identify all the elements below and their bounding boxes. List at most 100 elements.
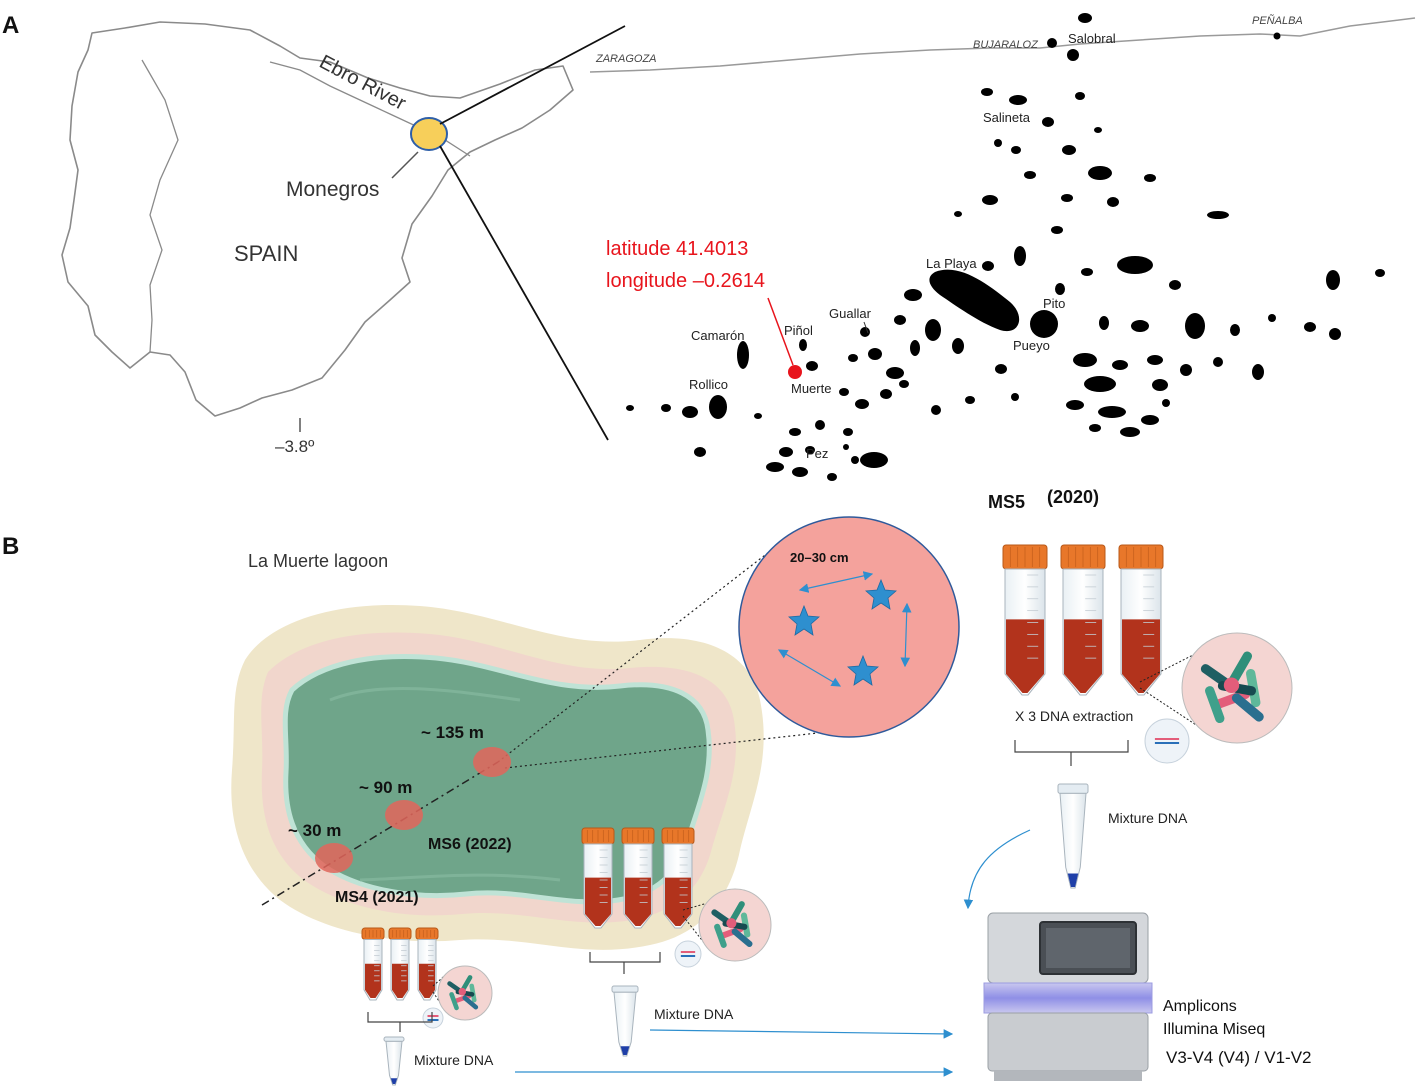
transect-line [261, 761, 499, 906]
sample-star-1 [788, 604, 820, 636]
lagoon-label-rollico: Rollico [689, 377, 728, 392]
lagoon-label-camaron: Camarón [691, 328, 744, 343]
tube-sediment [1006, 619, 1044, 693]
falcon-tube [581, 827, 615, 929]
plot-distance-arrows [777, 571, 912, 687]
falcon-tube [361, 927, 385, 1001]
bacterium [1213, 689, 1251, 709]
tube-sediment [1122, 619, 1160, 693]
lagoon-label-la-playa: La Playa [926, 256, 977, 271]
bacterium-coccus [458, 987, 467, 996]
tubes-ms6 [581, 827, 695, 929]
sequencing-line-1: Amplicons [1163, 998, 1237, 1015]
microtube-dna [1067, 873, 1079, 887]
sampling-plot-zoom: 20–30 cm [738, 516, 960, 738]
lagoon-label-pueyo: Pueyo [1013, 338, 1050, 353]
lagoon-label-salineta: Salineta [983, 110, 1031, 125]
microtube-ms6 [611, 985, 639, 1057]
illumina-sequencer [983, 912, 1153, 1081]
bracket-ms6 [589, 952, 661, 974]
bacterium [1205, 686, 1225, 724]
microtube-body [1059, 792, 1087, 889]
bracket-ms5 [1014, 740, 1129, 766]
town-zaragoza: ZARAGOZA [595, 53, 657, 65]
sequencing-line-3: V3-V4 (V4) / V1-V2 [1166, 1048, 1312, 1067]
dna-strand-circle [1144, 718, 1190, 764]
bacteria-zoom-ms6 [674, 888, 772, 968]
distance-135m: ~ 135 m [421, 723, 484, 742]
bacterium [460, 975, 473, 993]
ebro-river-label: Ebro River [316, 51, 410, 115]
muerte-location-marker [788, 365, 802, 379]
town-bujaraloz: BUJARALOZ [973, 39, 1039, 51]
tube-sediment [585, 877, 611, 926]
lagoon-label-guallar: Guallar [829, 306, 872, 321]
bujaraloz-dot [1047, 38, 1057, 48]
falcon-tube [1002, 544, 1048, 696]
tube-sediment [665, 877, 691, 926]
penalba-dot [1273, 32, 1281, 40]
bacterium [714, 923, 727, 948]
sampling-plot-circle [738, 516, 960, 738]
falcon-tube [388, 927, 412, 1001]
lagoon-shapes [626, 13, 1385, 481]
microtube-dna [620, 1046, 630, 1055]
falcon-tube [1060, 544, 1106, 696]
sequencing-line-2: Illumina Miseq [1163, 1021, 1265, 1038]
sample-ms5-year: (2020) [1047, 487, 1099, 507]
mixture-dna-label-ms6: Mixture DNA [654, 1006, 734, 1022]
site-ms6-circle [385, 800, 423, 830]
lagoon-label-pez: Pez [806, 446, 828, 461]
microtube-cap [611, 985, 639, 993]
sample-ms4-label: MS4 (2021) [335, 889, 419, 906]
zoom-dotted-line-up [497, 544, 779, 763]
monegros-label: Monegros [286, 178, 379, 201]
bacteria-zoom-ms5 [1139, 632, 1293, 764]
bacterium [1227, 651, 1253, 687]
arrow-ms5-to-sequencer [963, 829, 1031, 910]
lagoon-label-pito: Pito [1043, 296, 1065, 311]
microtube-cap [1057, 783, 1089, 794]
zoom-guide [1139, 654, 1194, 683]
town-salobral: Salobral [1068, 31, 1116, 46]
sequencer-light-band [983, 982, 1153, 1014]
tubes-ms4 [361, 927, 439, 1001]
coordinate-pointer [767, 297, 794, 366]
bracket-ms4 [367, 1012, 433, 1032]
spain-outline [61, 21, 574, 417]
portugal-border [141, 59, 179, 353]
bacterium-coccus [1223, 677, 1240, 693]
distance-30m: ~ 30 m [288, 821, 341, 840]
dna-strand-circle [422, 1007, 444, 1029]
tube-sediment [392, 963, 408, 998]
road-line [589, 17, 1416, 73]
bacterium-coccus [726, 918, 737, 929]
sample-star-3 [847, 654, 879, 686]
falcon-tube [621, 827, 655, 929]
sequencer-screen-glare [1046, 928, 1130, 968]
mixture-dna-label-ms5: Mixture DNA [1108, 810, 1188, 826]
plot-size-label: 20–30 cm [790, 550, 849, 565]
guallar-pointer [863, 321, 869, 334]
microtube-body [385, 1040, 403, 1086]
monegros-highlight [410, 117, 448, 151]
panel-b-letter: B [2, 533, 19, 560]
mixture-dna-label-ms4: Mixture DNA [414, 1052, 494, 1068]
zoom-guide [682, 902, 707, 911]
microtube-dna [390, 1078, 398, 1084]
lagoon-label-muerte: Muerte [791, 381, 831, 396]
spain-label: SPAIN [234, 241, 298, 266]
microtube-ms4 [383, 1036, 405, 1086]
distance-90m: ~ 90 m [359, 778, 412, 797]
site-ms4-circle [315, 843, 353, 873]
bacterium [462, 995, 479, 1010]
bacterium [453, 993, 472, 1004]
longitude-label: longitude –0.2614 [606, 270, 765, 292]
town-penalba: PEÑALBA [1252, 14, 1303, 27]
falcon-tube [1118, 544, 1164, 696]
lagoon-title: La Muerte lagoon [248, 551, 388, 571]
tube-sediment [365, 963, 381, 998]
zoom-line-top [439, 25, 626, 125]
bacterium [729, 901, 745, 924]
